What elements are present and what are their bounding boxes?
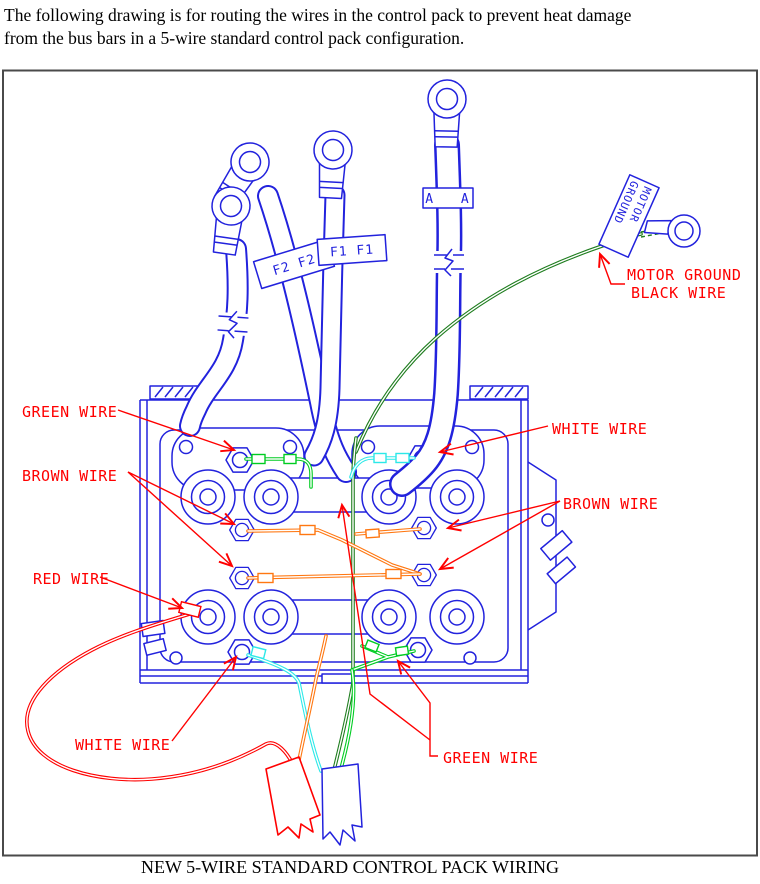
- leader-brown-right-1: [445, 500, 561, 532]
- label-green-wire-bottom-right: GREEN WIRE: [443, 749, 538, 767]
- leader-white-right: [437, 425, 549, 456]
- cable-f2-a: [259, 187, 355, 481]
- battery-cables: [179, 78, 468, 497]
- tag-a: A A: [422, 187, 478, 209]
- red-wire: [25, 600, 296, 782]
- leader-brown-left-1: [127, 471, 237, 526]
- cap-hole: [282, 439, 298, 455]
- motor-ground-tag: MOTOR GROUND: [598, 174, 660, 258]
- mount-strip-right: [469, 385, 529, 400]
- leader-brown-right-2: [437, 500, 561, 571]
- tag-f2: F2 F2: [252, 238, 336, 290]
- bracket-right: [527, 461, 577, 631]
- connector-blue: [321, 763, 363, 846]
- ring-terminal-a: [426, 78, 468, 149]
- solenoid-bolt: [429, 589, 485, 645]
- cap-hole: [178, 439, 194, 455]
- tag-f1: F1 F1: [316, 233, 388, 267]
- diagram-title: NEW 5-WIRE STANDARD CONTROL PACK WIRING: [140, 857, 560, 877]
- label-brown-wire-left: BROWN WIRE: [22, 467, 117, 485]
- cap-hole: [360, 439, 376, 455]
- leader-red-left: [99, 576, 185, 610]
- header-text: The following drawing is for routing the…: [4, 4, 756, 50]
- leader-green-bottom-right-1: [396, 659, 438, 757]
- solenoid-bolt: [180, 469, 236, 525]
- tag-f1-text: F1 F1: [330, 242, 375, 260]
- cap-hole: [464, 439, 480, 455]
- tag-a-text: A A: [425, 192, 478, 207]
- leader-green-bottom-right-2: [337, 502, 431, 741]
- cable-a: [391, 134, 460, 495]
- jumper-wires: [244, 452, 422, 774]
- cable-f2-b: [181, 240, 247, 435]
- solenoid-bolt: [361, 589, 417, 645]
- leader-brown-left-2: [127, 471, 234, 568]
- label-white-wire-bottom-left: WHITE WIRE: [75, 736, 170, 754]
- diagram-border: [2, 69, 758, 857]
- solenoid-bolt: [429, 469, 485, 525]
- label-red-wire: RED WIRE: [33, 570, 109, 588]
- label-white-wire-right: WHITE WIRE: [552, 420, 647, 438]
- label-brown-wire-right: BROWN WIRE: [563, 495, 658, 513]
- label-green-wire-left: GREEN WIRE: [22, 403, 117, 421]
- pack-side-plates: [139, 400, 529, 683]
- header-line-2: from the bus bars in a 5-wire standard c…: [4, 28, 465, 48]
- solenoid-bolt: [180, 589, 236, 645]
- mount-screw: [463, 651, 477, 665]
- solenoid-bolt: [243, 469, 299, 525]
- label-motor-ground-line2: BLACK WIRE: [631, 284, 726, 302]
- leader-lines: [99, 251, 625, 757]
- header-line-1: The following drawing is for routing the…: [4, 5, 632, 25]
- cable-break-symbol: [432, 248, 466, 277]
- ring-terminal-f1: [310, 129, 354, 200]
- label-motor-ground-line1: MOTOR GROUND: [627, 266, 741, 284]
- bottom-rail-block: [321, 673, 353, 684]
- leader-green-left: [117, 409, 237, 453]
- motor-ground-ring-terminal: [643, 214, 701, 248]
- connector-red: [265, 756, 321, 839]
- leader-white-bottom-left: [171, 655, 238, 742]
- leader-motor-ground: [598, 251, 625, 285]
- solenoid-bolt: [243, 589, 299, 645]
- mount-screw: [169, 651, 183, 665]
- cable-break-symbol: [215, 309, 251, 340]
